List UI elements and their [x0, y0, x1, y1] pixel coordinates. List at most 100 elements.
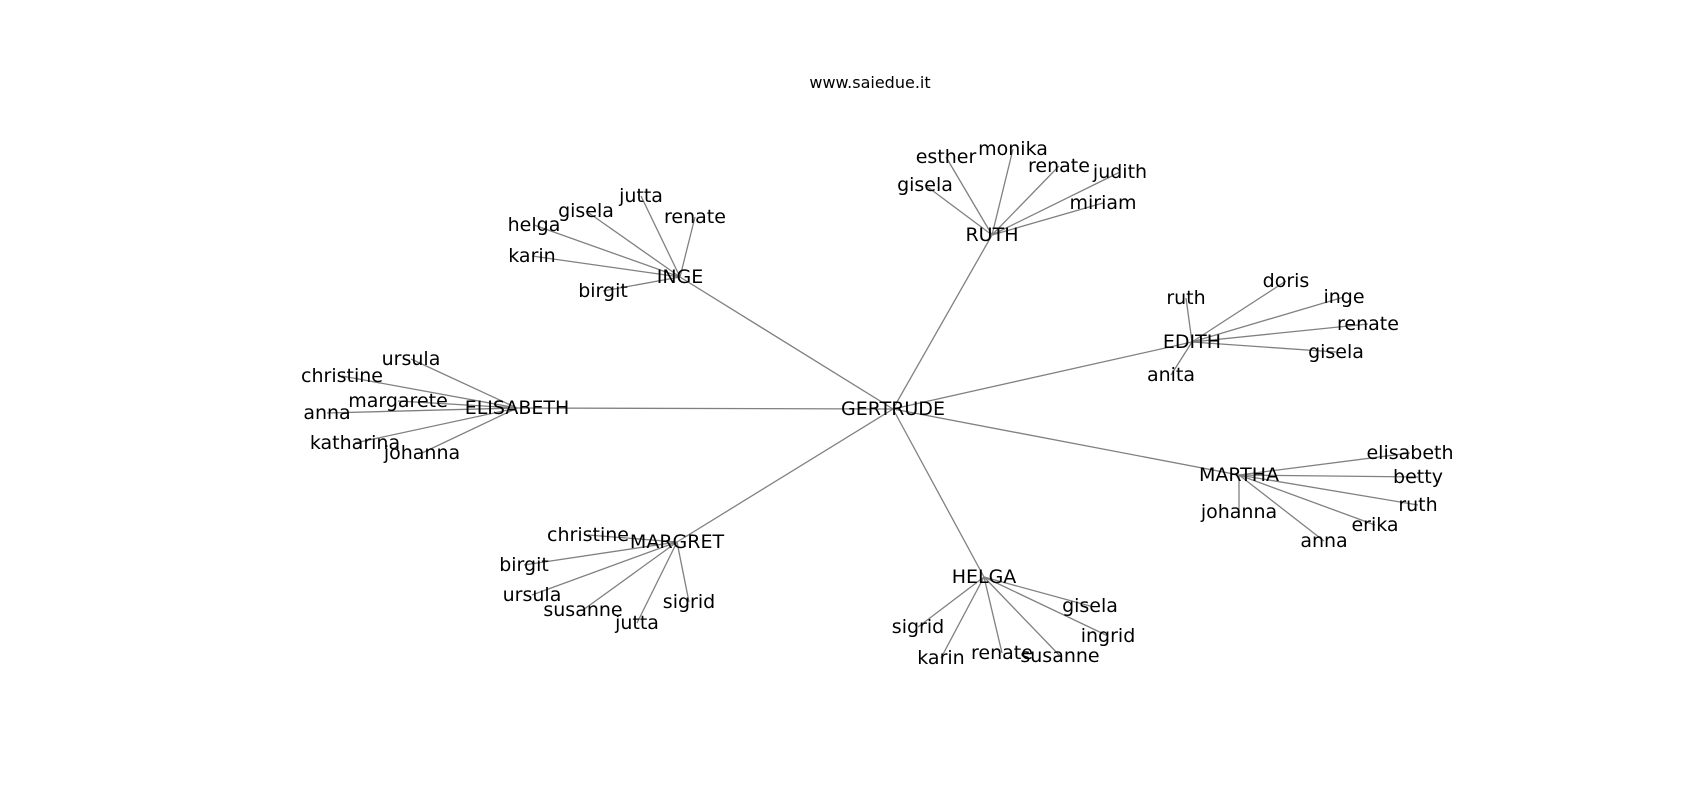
node-hub-inge: INGE	[657, 266, 704, 288]
edge-root-helga	[892, 408, 985, 578]
edge-margret-susanne	[582, 541, 678, 611]
node-leaf-ruth-monika: monika	[978, 138, 1048, 160]
edge-elisabeth-anna	[326, 407, 518, 414]
edge-martha-betty	[1238, 474, 1419, 478]
node-leaf-edith-ruth: ruth	[1166, 287, 1205, 309]
node-leaf-helga-renate: renate	[971, 642, 1033, 664]
edge-margret-christine	[587, 534, 678, 543]
edge-helga-susanne	[983, 576, 1061, 657]
node-leaf-helga-sigrid: sigrid	[892, 616, 944, 638]
edge-elisabeth-johanna	[421, 407, 518, 454]
edge-edith-doris	[1191, 280, 1287, 343]
node-leaf-martha-ruth: ruth	[1398, 494, 1437, 516]
edge-root-margret	[676, 408, 894, 543]
node-leaf-elisabeth-margarete: margarete	[348, 390, 448, 412]
node-leaf-elisabeth-anna: anna	[303, 402, 350, 424]
node-root: GERTRUDE	[841, 398, 945, 420]
node-leaf-elisabeth-johanna: johanna	[383, 442, 460, 464]
edge-helga-sigrid	[917, 576, 985, 628]
edge-helga-gisela	[983, 576, 1091, 607]
node-leaf-helga-karin: karin	[917, 647, 964, 669]
edge-edith-gisela	[1191, 341, 1337, 353]
edge-root-ruth	[892, 234, 993, 410]
node-hub-edith: EDITH	[1163, 331, 1221, 353]
node-leaf-inge-renate: renate	[664, 206, 726, 228]
edge-helga-karin	[940, 576, 985, 659]
node-leaf-martha-erika: erika	[1351, 514, 1398, 536]
node-leaf-edith-anita: anita	[1147, 364, 1195, 386]
edge-margret-birgit	[523, 541, 678, 566]
edge-martha-erika	[1238, 474, 1376, 526]
node-leaf-edith-inge: inge	[1323, 286, 1364, 308]
edge-ruth-judith	[991, 171, 1121, 236]
edge-edith-anita	[1170, 341, 1193, 376]
edge-edith-ruth	[1185, 297, 1193, 343]
edge-root-edith	[892, 341, 1193, 410]
edge-inge-gisela	[585, 210, 681, 278]
node-leaf-edith-gisela: gisela	[1308, 341, 1364, 363]
node-leaf-ruth-miriam: miriam	[1069, 192, 1136, 214]
node-hub-ruth: RUTH	[965, 224, 1018, 246]
edge-edith-renate	[1191, 323, 1369, 343]
edge-elisabeth-christine	[341, 375, 518, 409]
node-leaf-inge-jutta: jutta	[618, 185, 663, 207]
node-leaf-edith-doris: doris	[1263, 270, 1310, 292]
edge-root-martha	[892, 408, 1240, 476]
node-leaf-helga-susanne: susanne	[1020, 645, 1099, 667]
edge-ruth-gisela	[924, 184, 993, 236]
edge-martha-anna	[1238, 474, 1325, 542]
edge-elisabeth-ursula	[410, 358, 518, 409]
node-leaf-martha-elisabeth: elisabeth	[1366, 442, 1453, 464]
edge-margret-jutta	[636, 541, 678, 624]
node-leaf-martha-johanna: johanna	[1200, 501, 1277, 523]
edge-margret-ursula	[531, 541, 678, 596]
edge-inge-karin	[531, 255, 681, 278]
node-leaf-inge-birgit: birgit	[578, 280, 628, 302]
edge-inge-birgit	[602, 276, 681, 292]
edge-martha-elisabeth	[1238, 452, 1411, 476]
node-leaf-martha-betty: betty	[1393, 466, 1443, 488]
node-leaf-margret-susanne: susanne	[543, 599, 622, 621]
edge-inge-jutta	[640, 195, 681, 278]
diagram-title: www.saiedue.it	[809, 73, 930, 92]
edge-helga-ingrid	[983, 576, 1109, 637]
edge-root-inge	[679, 276, 894, 410]
node-leaf-margret-sigrid: sigrid	[663, 591, 715, 613]
node-leaf-elisabeth-ursula: ursula	[382, 348, 441, 370]
node-hub-elisabeth: ELISABETH	[465, 397, 570, 419]
node-leaf-helga-gisela: gisela	[1062, 595, 1118, 617]
edge-ruth-renate	[991, 165, 1060, 236]
node-hub-margret: MARGRET	[630, 531, 725, 553]
node-hub-helga: HELGA	[952, 566, 1017, 588]
node-leaf-ruth-renate: renate	[1028, 155, 1090, 177]
node-leaf-margret-birgit: birgit	[499, 554, 549, 576]
node-leaf-ruth-esther: esther	[916, 146, 977, 168]
edge-root-elisabeth	[516, 407, 894, 410]
node-leaf-helga-ingrid: ingrid	[1081, 625, 1136, 647]
edge-edith-inge	[1191, 296, 1345, 343]
edges-layer	[326, 148, 1419, 659]
node-leaf-inge-helga: helga	[508, 214, 561, 236]
edge-ruth-monika	[991, 148, 1014, 236]
node-leaf-inge-karin: karin	[508, 245, 555, 267]
node-leaf-inge-gisela: gisela	[558, 200, 614, 222]
edge-inge-renate	[679, 216, 696, 278]
edge-inge-helga	[533, 224, 681, 278]
edge-ruth-esther	[945, 156, 993, 236]
node-leaf-martha-anna: anna	[1300, 530, 1347, 552]
node-leaf-ruth-gisela: gisela	[897, 174, 953, 196]
edge-ruth-miriam	[991, 202, 1104, 236]
node-leaf-ruth-judith: judith	[1092, 161, 1147, 183]
node-leaf-margret-ursula: ursula	[503, 584, 562, 606]
edge-elisabeth-katharina	[354, 407, 518, 444]
node-leaf-margret-jutta: jutta	[614, 612, 659, 634]
node-leaf-elisabeth-christine: christine	[301, 365, 383, 387]
edge-helga-renate	[983, 576, 1003, 654]
node-hub-martha: MARTHA	[1199, 464, 1279, 486]
node-leaf-edith-renate: renate	[1337, 313, 1399, 335]
edge-elisabeth-margarete	[397, 400, 518, 409]
edge-martha-ruth	[1238, 474, 1419, 506]
node-leaf-margret-christine: christine	[547, 524, 629, 546]
